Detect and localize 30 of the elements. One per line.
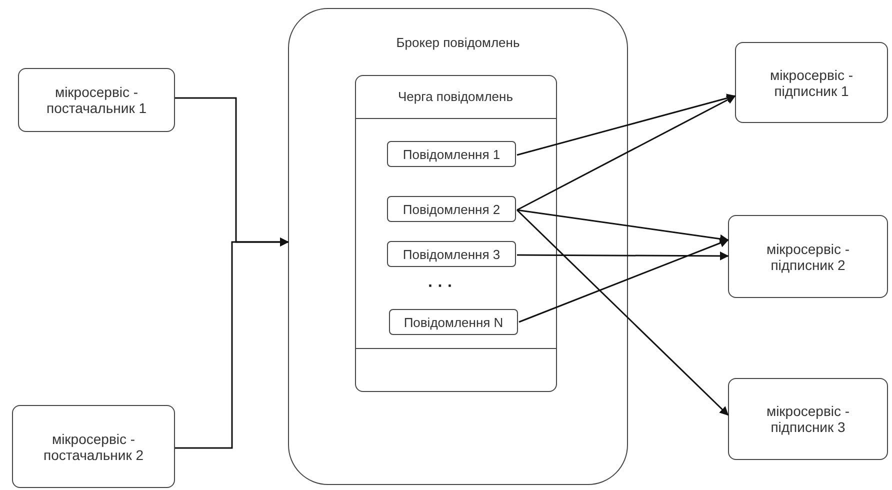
message-box xyxy=(389,309,518,335)
service-box xyxy=(728,378,888,460)
arrow xyxy=(516,209,729,416)
arrow xyxy=(517,251,729,260)
message-label: Повідомлення N xyxy=(402,314,504,330)
queue-title: Черга повідомлень xyxy=(356,76,556,118)
service-box xyxy=(728,215,888,298)
arrow xyxy=(175,238,289,449)
message-label: Повідомлення 2 xyxy=(402,202,502,216)
message-box xyxy=(387,141,516,167)
service-box xyxy=(735,42,888,123)
ellipsis-label: · · · xyxy=(428,278,453,296)
service-label: мікросервіс - постачальник 1 xyxy=(46,84,148,116)
message-label: Повідомлення 1 xyxy=(402,146,502,162)
message-box xyxy=(387,241,516,267)
arrow xyxy=(516,95,736,211)
broker-title: Брокер повідомлень xyxy=(395,35,521,50)
arrow xyxy=(518,238,729,323)
message-label: Повідомлення 3 xyxy=(402,246,502,262)
service-label: мікросервіс - підписник 2 xyxy=(765,240,851,272)
service-label: мікросервіс - постачальник 2 xyxy=(42,430,144,462)
service-label: мікросервіс - підписник 1 xyxy=(768,66,854,98)
service-box xyxy=(18,68,175,132)
queue-container xyxy=(354,74,556,392)
arrow xyxy=(516,209,729,244)
service-label: мікросервіс - підписник 3 xyxy=(765,403,851,435)
message-box xyxy=(387,196,516,222)
service-box xyxy=(12,405,175,488)
broker-container xyxy=(288,8,628,485)
arrow xyxy=(516,94,736,156)
